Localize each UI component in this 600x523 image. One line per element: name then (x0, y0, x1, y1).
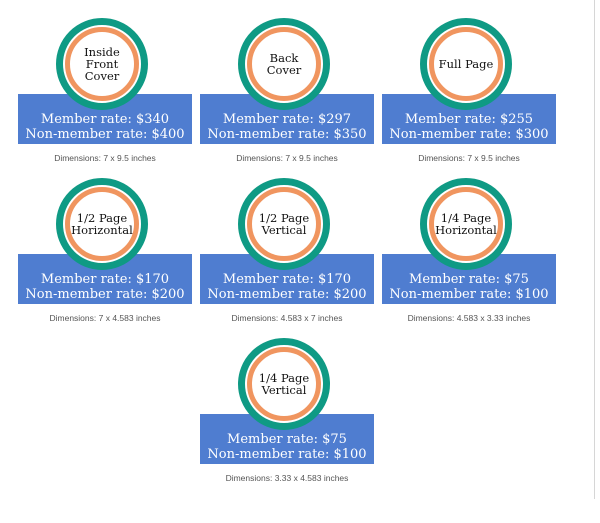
badge-inner-ring: 1/4 Page Vertical (247, 347, 321, 421)
ad-dimensions: Dimensions: 7 x 9.5 inches (418, 153, 520, 163)
member-rate: Member rate: $255 (404, 112, 534, 127)
badge-inner-ring: Back Cover (247, 27, 321, 101)
ad-card-half-page-vertical: 1/2 Page Vertical Member rate: $170 Non-… (200, 178, 374, 363)
nonmember-rate: Non-member rate: $200 (207, 287, 367, 302)
ad-dimensions: Dimensions: 7 x 9.5 inches (54, 153, 156, 163)
ad-card-quarter-page-horizontal: 1/4 Page Horizontal Member rate: $75 Non… (382, 178, 556, 363)
ad-size-badge: Full Page (420, 18, 512, 110)
nonmember-rate: Non-member rate: $400 (25, 127, 185, 142)
ad-size-badge: 1/2 Page Horizontal (56, 178, 148, 270)
ad-card-quarter-page-vertical: 1/4 Page Vertical Member rate: $75 Non-m… (200, 338, 374, 523)
nonmember-rate: Non-member rate: $350 (207, 127, 367, 142)
badge-inner-ring: 1/4 Page Horizontal (429, 187, 503, 261)
ad-dimensions: Dimensions: 7 x 9.5 inches (236, 153, 338, 163)
member-rate: Member rate: $75 (227, 432, 347, 447)
member-rate: Member rate: $170 (40, 272, 170, 287)
nonmember-rate: Non-member rate: $100 (207, 447, 367, 462)
member-rate: Member rate: $170 (222, 272, 352, 287)
ad-card-inside-front-cover: Inside Front Cover Member rate: $340 Non… (18, 18, 192, 203)
ad-size-badge: Back Cover (238, 18, 330, 110)
ad-size-badge: Inside Front Cover (56, 18, 148, 110)
member-rate: Member rate: $75 (409, 272, 529, 287)
ad-card-back-cover: Back Cover Member rate: $297 Non-member … (200, 18, 374, 203)
page-right-border (594, 0, 595, 499)
ad-size-label: 1/4 Page Horizontal (435, 211, 497, 237)
ad-size-badge: 1/4 Page Horizontal (420, 178, 512, 270)
ad-size-badge: 1/4 Page Vertical (238, 338, 330, 430)
ad-size-label: Inside Front Cover (84, 45, 120, 83)
ad-dimensions: Dimensions: 7 x 4.583 inches (49, 313, 161, 323)
ad-dimensions: Dimensions: 4.583 x 7 inches (231, 313, 343, 323)
nonmember-rate: Non-member rate: $200 (25, 287, 185, 302)
nonmember-rate: Non-member rate: $300 (389, 127, 549, 142)
member-rate: Member rate: $340 (40, 112, 170, 127)
ad-dimensions: Dimensions: 3.33 x 4.583 inches (225, 473, 349, 483)
ad-size-badge: 1/2 Page Vertical (238, 178, 330, 270)
badge-inner-ring: 1/2 Page Vertical (247, 187, 321, 261)
badge-inner-ring: Full Page (429, 27, 503, 101)
badge-inner-ring: 1/2 Page Horizontal (65, 187, 139, 261)
ad-size-label: 1/2 Page Horizontal (71, 211, 133, 237)
nonmember-rate: Non-member rate: $100 (389, 287, 549, 302)
rate-box: Member rate: $297 Non-member rate: $350 (200, 94, 374, 144)
ad-dimensions: Dimensions: 4.583 x 3.33 inches (407, 313, 531, 323)
ad-size-label: Full Page (438, 57, 494, 71)
ad-size-label: Back Cover (266, 51, 302, 77)
badge-inner-ring: Inside Front Cover (65, 27, 139, 101)
ad-size-label: 1/4 Page Vertical (258, 371, 310, 397)
ad-card-half-page-horizontal: 1/2 Page Horizontal Member rate: $170 No… (18, 178, 192, 363)
member-rate: Member rate: $297 (222, 112, 352, 127)
ad-size-label: 1/2 Page Vertical (258, 211, 310, 237)
ad-card-full-page: Full Page Member rate: $255 Non-member r… (382, 18, 556, 203)
